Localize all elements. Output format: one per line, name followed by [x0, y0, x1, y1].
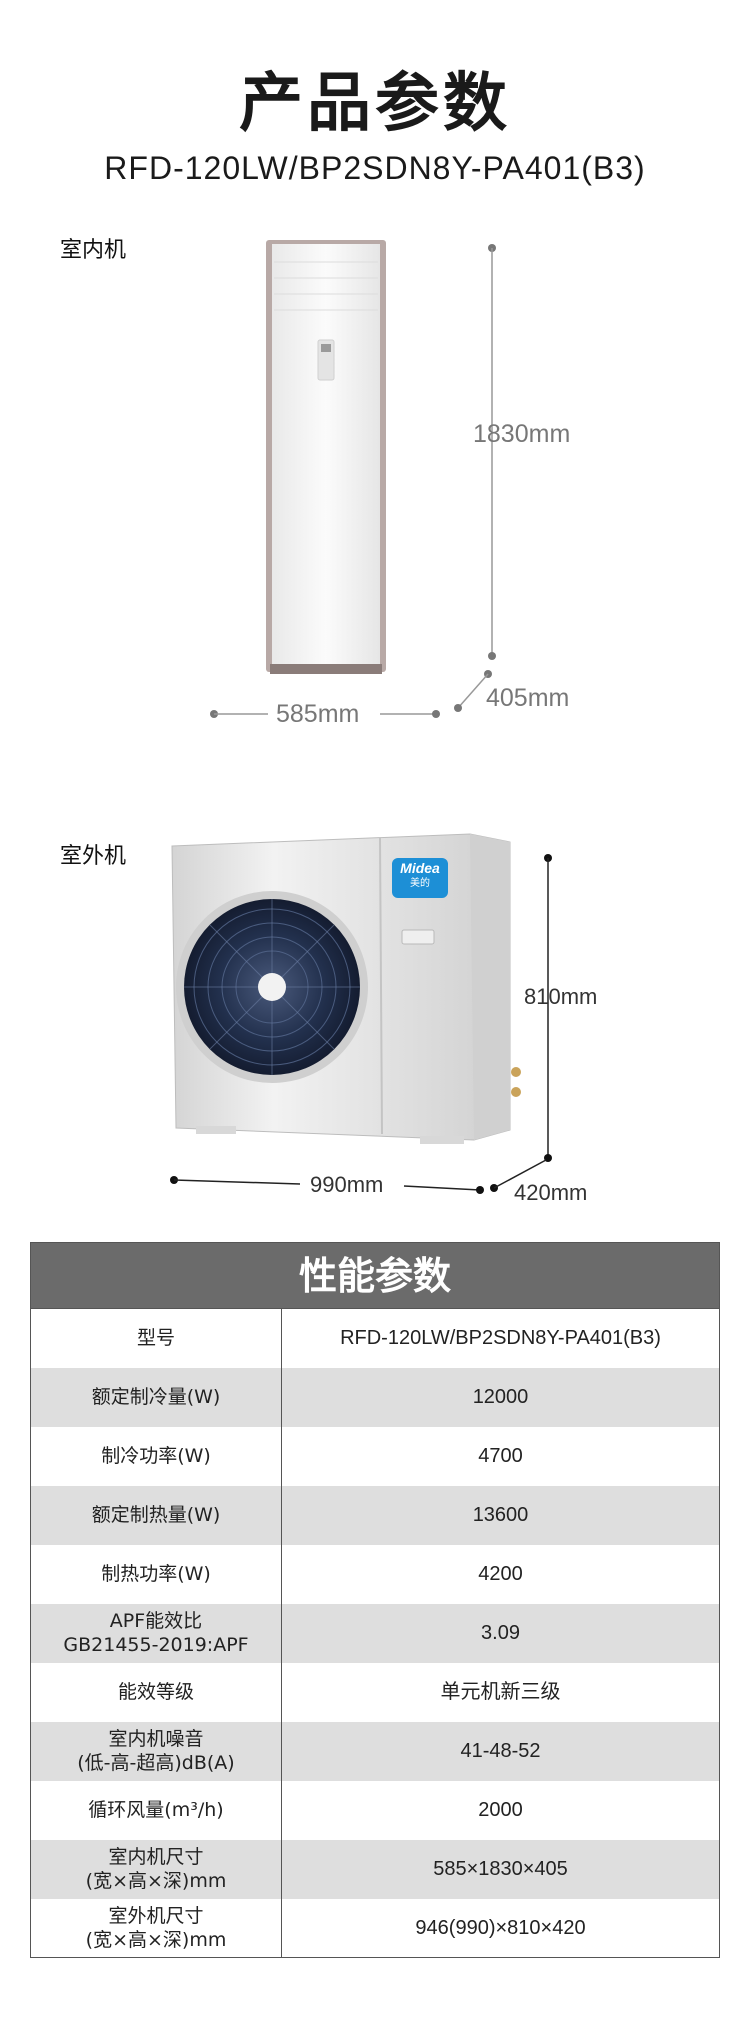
table-row: 额定制热量(W)13600 — [30, 1485, 720, 1545]
brand-name-cn: 美的 — [410, 878, 430, 889]
spec-value: RFD-120LW/BP2SDN8Y-PA401(B3) — [281, 1308, 720, 1368]
spec-label: APF能效比 GB21455-2019:APF — [30, 1603, 282, 1663]
table-row: 循环风量(m³/h)2000 — [30, 1780, 720, 1840]
spec-label: 型号 — [30, 1308, 282, 1368]
product-illustration — [170, 240, 552, 1194]
outdoor-unit-label: 室外机 — [60, 844, 127, 869]
spec-value: 3.09 — [281, 1603, 720, 1663]
spec-value: 4700 — [281, 1426, 720, 1486]
spec-label: 室内机尺寸 (宽×高×深)mm — [30, 1839, 282, 1899]
model-number: RFD-120LW/BP2SDN8Y-PA401(B3) — [104, 150, 646, 186]
indoor-width-dimension — [210, 710, 440, 718]
indoor-width-label: 585mm — [276, 700, 360, 728]
spec-value: 946(990)×810×420 — [281, 1898, 720, 1958]
outdoor-height-dimension — [544, 854, 552, 1162]
table-row: 制冷功率(W)4700 — [30, 1426, 720, 1486]
midea-logo: Midea 美的 — [392, 860, 448, 892]
spec-label: 制冷功率(W) — [30, 1426, 282, 1486]
brand-name: Midea — [400, 860, 440, 876]
spec-value: 13600 — [281, 1485, 720, 1545]
indoor-depth-label: 405mm — [486, 684, 570, 712]
indoor-depth-dimension — [454, 670, 492, 712]
outdoor-depth-dimension — [490, 1159, 547, 1192]
spec-value: 单元机新三级 — [281, 1662, 720, 1722]
spec-table-title: 性能参数 — [30, 1242, 720, 1308]
spec-label: 室内机噪音 (低-高-超高)dB(A) — [30, 1721, 282, 1781]
outdoor-width-label: 990mm — [310, 1172, 384, 1197]
spec-label: 循环风量(m³/h) — [30, 1780, 282, 1840]
indoor-height-dimension — [488, 244, 496, 660]
spec-value: 2000 — [281, 1780, 720, 1840]
spec-label: 额定制热量(W) — [30, 1485, 282, 1545]
outdoor-depth-label: 420mm — [514, 1180, 588, 1205]
table-row: 制热功率(W)4200 — [30, 1544, 720, 1604]
spec-label: 室外机尺寸 (宽×高×深)mm — [30, 1898, 282, 1958]
indoor-unit-label: 室内机 — [60, 238, 127, 263]
spec-label: 额定制冷量(W) — [30, 1367, 282, 1427]
spec-value: 4200 — [281, 1544, 720, 1604]
spec-value: 585×1830×405 — [281, 1839, 720, 1899]
outdoor-width-dimension — [170, 1176, 484, 1194]
spec-value: 12000 — [281, 1367, 720, 1427]
indoor-unit-image — [266, 240, 386, 674]
table-row: 额定制冷量(W)12000 — [30, 1367, 720, 1427]
indoor-height-label: 1830mm — [473, 420, 571, 448]
spec-label: 制热功率(W) — [30, 1544, 282, 1604]
outdoor-height-label: 810mm — [524, 984, 598, 1009]
table-row: 能效等级单元机新三级 — [30, 1662, 720, 1722]
page-title: 产品参数 — [239, 67, 511, 141]
spec-value: 41-48-52 — [281, 1721, 720, 1781]
outdoor-unit-image — [171, 833, 521, 1144]
table-row: 室内机噪音 (低-高-超高)dB(A)41-48-52 — [30, 1721, 720, 1781]
spec-label: 能效等级 — [30, 1662, 282, 1722]
